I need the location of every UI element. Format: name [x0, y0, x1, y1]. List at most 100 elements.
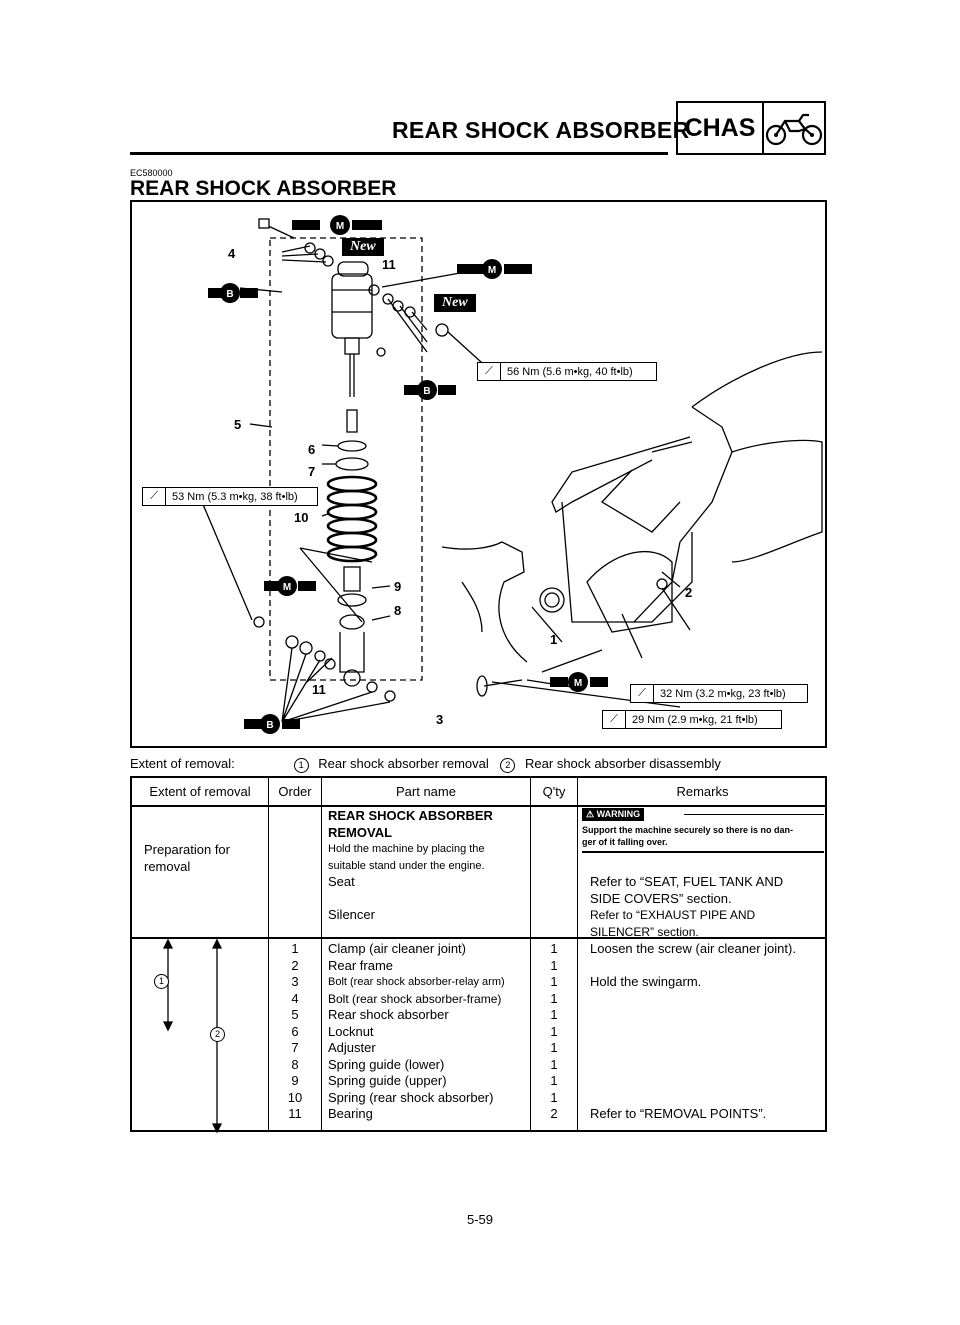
remarks-column: Loosen the screw (air cleaner joint). Ho… [590, 941, 826, 1123]
table-cell-order: 1 [291, 941, 299, 956]
table-cell-part: Spring guide (lower) [328, 1056, 445, 1072]
column-divider [577, 778, 578, 1130]
torque-spec: ⟋32 Nm (3.2 m•kg, 23 ft•lb) [630, 684, 808, 703]
diagram-illustration: M M B B M B M [201, 215, 823, 734]
removal-table: Extent of removal Order Part name Q'ty R… [130, 776, 827, 1134]
new-part-tag: New [434, 294, 476, 312]
table-cell-remark: Loosen the screw (air cleaner joint). [590, 941, 796, 956]
header-divider [132, 805, 825, 807]
extent-range-2: 2 [210, 1027, 225, 1042]
table-cell-part: Bolt (rear shock absorber-relay arm) [328, 976, 505, 988]
extent-marker-2: 2 [500, 758, 516, 773]
column-divider [268, 778, 269, 1130]
table-cell-part: Locknut [328, 1023, 374, 1039]
callout-11: 11 [382, 257, 396, 272]
lube-m-label: M [574, 678, 582, 689]
prep-silencer: Silencer [328, 907, 375, 922]
order-column: 1 2 3 4 5 6 7 8 9 10 11 [269, 941, 321, 1123]
warning-text: Support the machine securely so there is… [582, 825, 794, 847]
table-cell-qty: 1 [550, 1007, 558, 1022]
table-cell-qty: 1 [550, 941, 558, 956]
table-cell-part: Bolt (rear shock absorber-frame) [328, 991, 502, 1006]
torque-spec: ⟋53 Nm (5.3 m•kg, 38 ft•lb) [142, 487, 318, 506]
table-cell-qty: 1 [550, 1073, 558, 1088]
torque-wrench-icon: ⟋ [143, 488, 166, 505]
torque-wrench-icon: ⟋ [631, 685, 654, 702]
prep-seat: Seat [328, 874, 355, 889]
lube-b-label: B [266, 720, 273, 731]
torque-wrench-icon: ⟋ [478, 363, 501, 380]
callout-2: 2 [685, 585, 693, 600]
chapter-code: CHAS [678, 103, 764, 153]
qty-column: 1 1 1 1 1 1 1 1 1 1 2 [531, 941, 577, 1123]
table-cell-order: 8 [291, 1056, 299, 1072]
new-part-tag: New [342, 238, 384, 256]
table-cell-part: Rear shock absorber [328, 1007, 449, 1022]
table-cell-order: 4 [291, 990, 299, 1006]
column-divider [321, 778, 322, 1130]
extent-legend: Extent of removal: 1 Rear shock absorber… [130, 756, 721, 773]
header-qty: Q'ty [542, 784, 566, 799]
table-cell-order: 6 [291, 1023, 299, 1039]
extent-legend-label: Extent of removal: [130, 756, 235, 771]
table-cell-remark [590, 991, 826, 1008]
header-extent: Extent of removal [149, 784, 251, 799]
table-cell-part: Clamp (air cleaner joint) [328, 941, 466, 956]
table-cell-remark [590, 1073, 826, 1090]
table-cell-order: 11 [288, 1106, 302, 1121]
callout-1: 1 [550, 632, 558, 647]
table-cell-part: Spring (rear shock absorber) [328, 1089, 494, 1105]
document-code: EC580000 [130, 168, 173, 178]
table-cell-remark [590, 1040, 826, 1057]
callout-5: 5 [234, 417, 242, 432]
motorcycle-icon [764, 103, 824, 153]
prep-part-title: REAR SHOCK ABSORBER REMOVAL [328, 808, 493, 840]
header-rule [130, 152, 668, 155]
lube-m-label: M [488, 265, 496, 276]
prep-part-note: Hold the machine by placing the suitable… [328, 843, 485, 872]
header-title: REAR SHOCK ABSORBER [392, 117, 690, 143]
torque-spec: ⟋29 Nm (2.9 m•kg, 21 ft•lb) [602, 710, 782, 729]
prep-divider [132, 937, 825, 939]
lube-m-label: M [283, 582, 291, 593]
lube-b-label: B [423, 386, 430, 397]
header-part-name: Part name [396, 784, 456, 799]
table-cell-order: 3 [291, 974, 299, 989]
torque-spec: ⟋56 Nm (5.6 m•kg, 40 ft•lb) [477, 362, 657, 381]
lube-b-label: B [226, 289, 233, 300]
extent-legend-item-1: Rear shock absorber removal [318, 756, 489, 771]
table-cell-qty: 1 [550, 1023, 558, 1039]
table-cell-part: Rear frame [328, 957, 394, 973]
table-cell-order: 2 [291, 957, 299, 973]
page-number: 5-59 [466, 1212, 494, 1227]
prep-extent: Preparation for removal [144, 842, 230, 874]
table-cell-qty: 1 [550, 990, 558, 1006]
table-cell-qty: 1 [550, 1040, 558, 1055]
callout-7: 7 [308, 464, 316, 479]
section-title: REAR SHOCK ABSORBER [130, 177, 397, 200]
table-cell-remark [590, 958, 826, 975]
column-divider [530, 778, 531, 1130]
header-order: Order [278, 784, 312, 799]
exploded-diagram: M M B B M B M New New ⟋56 Nm (5.6 m•kg, … [130, 200, 827, 748]
callout-9: 9 [394, 579, 402, 594]
table-cell-remark: Hold the swingarm. [590, 974, 702, 989]
table-cell-remark [590, 1057, 826, 1074]
extent-marker-1: 1 [293, 758, 309, 773]
table-cell-order: 5 [291, 1007, 299, 1022]
callout-3: 3 [436, 712, 444, 727]
table-cell-order: 7 [291, 1040, 299, 1055]
callout-6: 6 [308, 442, 316, 457]
table-cell-order: 9 [291, 1073, 299, 1088]
table-cell-part: Spring guide (upper) [328, 1073, 447, 1088]
chapter-badge: CHAS [676, 101, 826, 155]
table-cell-qty: 1 [550, 1089, 558, 1105]
table-cell-qty: 1 [550, 1056, 558, 1072]
callout-4: 4 [228, 246, 236, 261]
table-cell-remark [590, 1090, 826, 1107]
callout-8: 8 [394, 603, 402, 618]
warning-box: ⚠ WARNING Support the machine securely s… [582, 808, 824, 853]
table-cell-remark [590, 1007, 826, 1024]
table-cell-qty: 2 [550, 1106, 558, 1121]
torque-wrench-icon: ⟋ [603, 711, 626, 728]
